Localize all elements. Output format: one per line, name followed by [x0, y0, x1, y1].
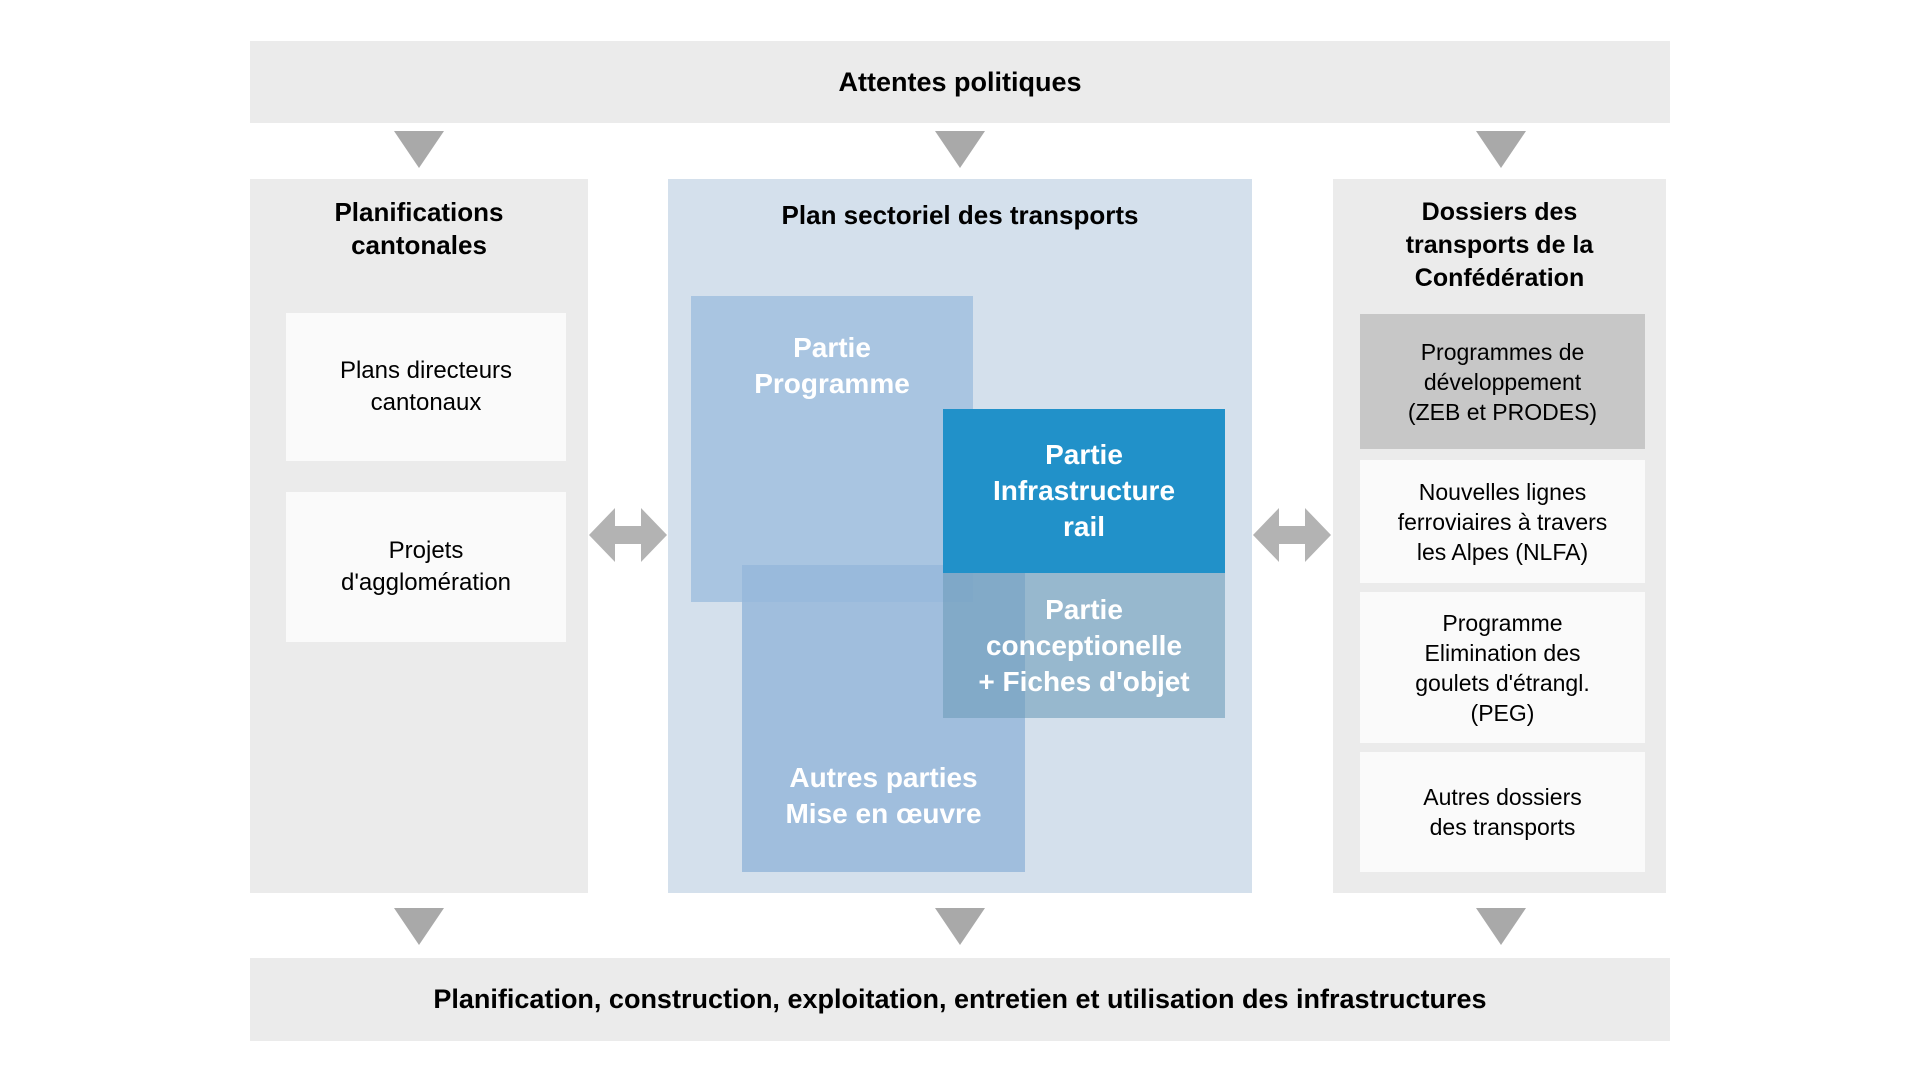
- plans-directeurs-box: Plans directeurs cantonaux: [286, 313, 566, 461]
- down-arrow-icon: [935, 908, 985, 945]
- projets-agglomeration-box: Projets d'agglomération: [286, 492, 566, 642]
- bottom-banner: Planification, construction, exploitatio…: [250, 958, 1670, 1041]
- down-arrow-icon: [394, 908, 444, 945]
- right-column: Dossiers des transports de la Confédérat…: [1333, 179, 1666, 893]
- bottom-banner-label: Planification, construction, exploitatio…: [433, 984, 1487, 1014]
- peg-box: Programme Elimination des goulets d'étra…: [1360, 592, 1645, 743]
- down-arrow-icon: [1476, 908, 1526, 945]
- top-banner: Attentes politiques: [250, 41, 1670, 123]
- partie-conceptionelle-box: Partie conceptionelle + Fiches d'objet: [943, 573, 1225, 718]
- nlfa-box: Nouvelles lignes ferroviaires à travers …: [1360, 460, 1645, 583]
- programmes-developpement-box: Programmes de développement (ZEB et PROD…: [1360, 314, 1645, 449]
- top-banner-label: Attentes politiques: [838, 66, 1082, 97]
- down-arrow-icon: [935, 131, 985, 168]
- partie-infrastructure-rail-box: Partie Infrastructure rail: [943, 409, 1225, 573]
- partie-programme-box: Partie Programme: [691, 296, 973, 602]
- plan-sectoriel-column: Plan sectoriel des transports Partie Pro…: [668, 179, 1252, 893]
- down-arrow-icon: [1476, 131, 1526, 168]
- left-right-double-arrow-icon: [589, 508, 667, 562]
- right-column-title: Dossiers des transports de la Confédérat…: [1405, 198, 1594, 292]
- down-arrow-icon: [394, 131, 444, 168]
- plan-sectoriel-title: Plan sectoriel des transports: [781, 200, 1139, 230]
- left-right-double-arrow-icon: [1253, 508, 1331, 562]
- autres-dossiers-box: Autres dossiers des transports: [1360, 752, 1645, 872]
- left-column-title: Planifications cantonales: [334, 197, 504, 260]
- left-column: Planifications cantonales Plans directeu…: [250, 179, 588, 893]
